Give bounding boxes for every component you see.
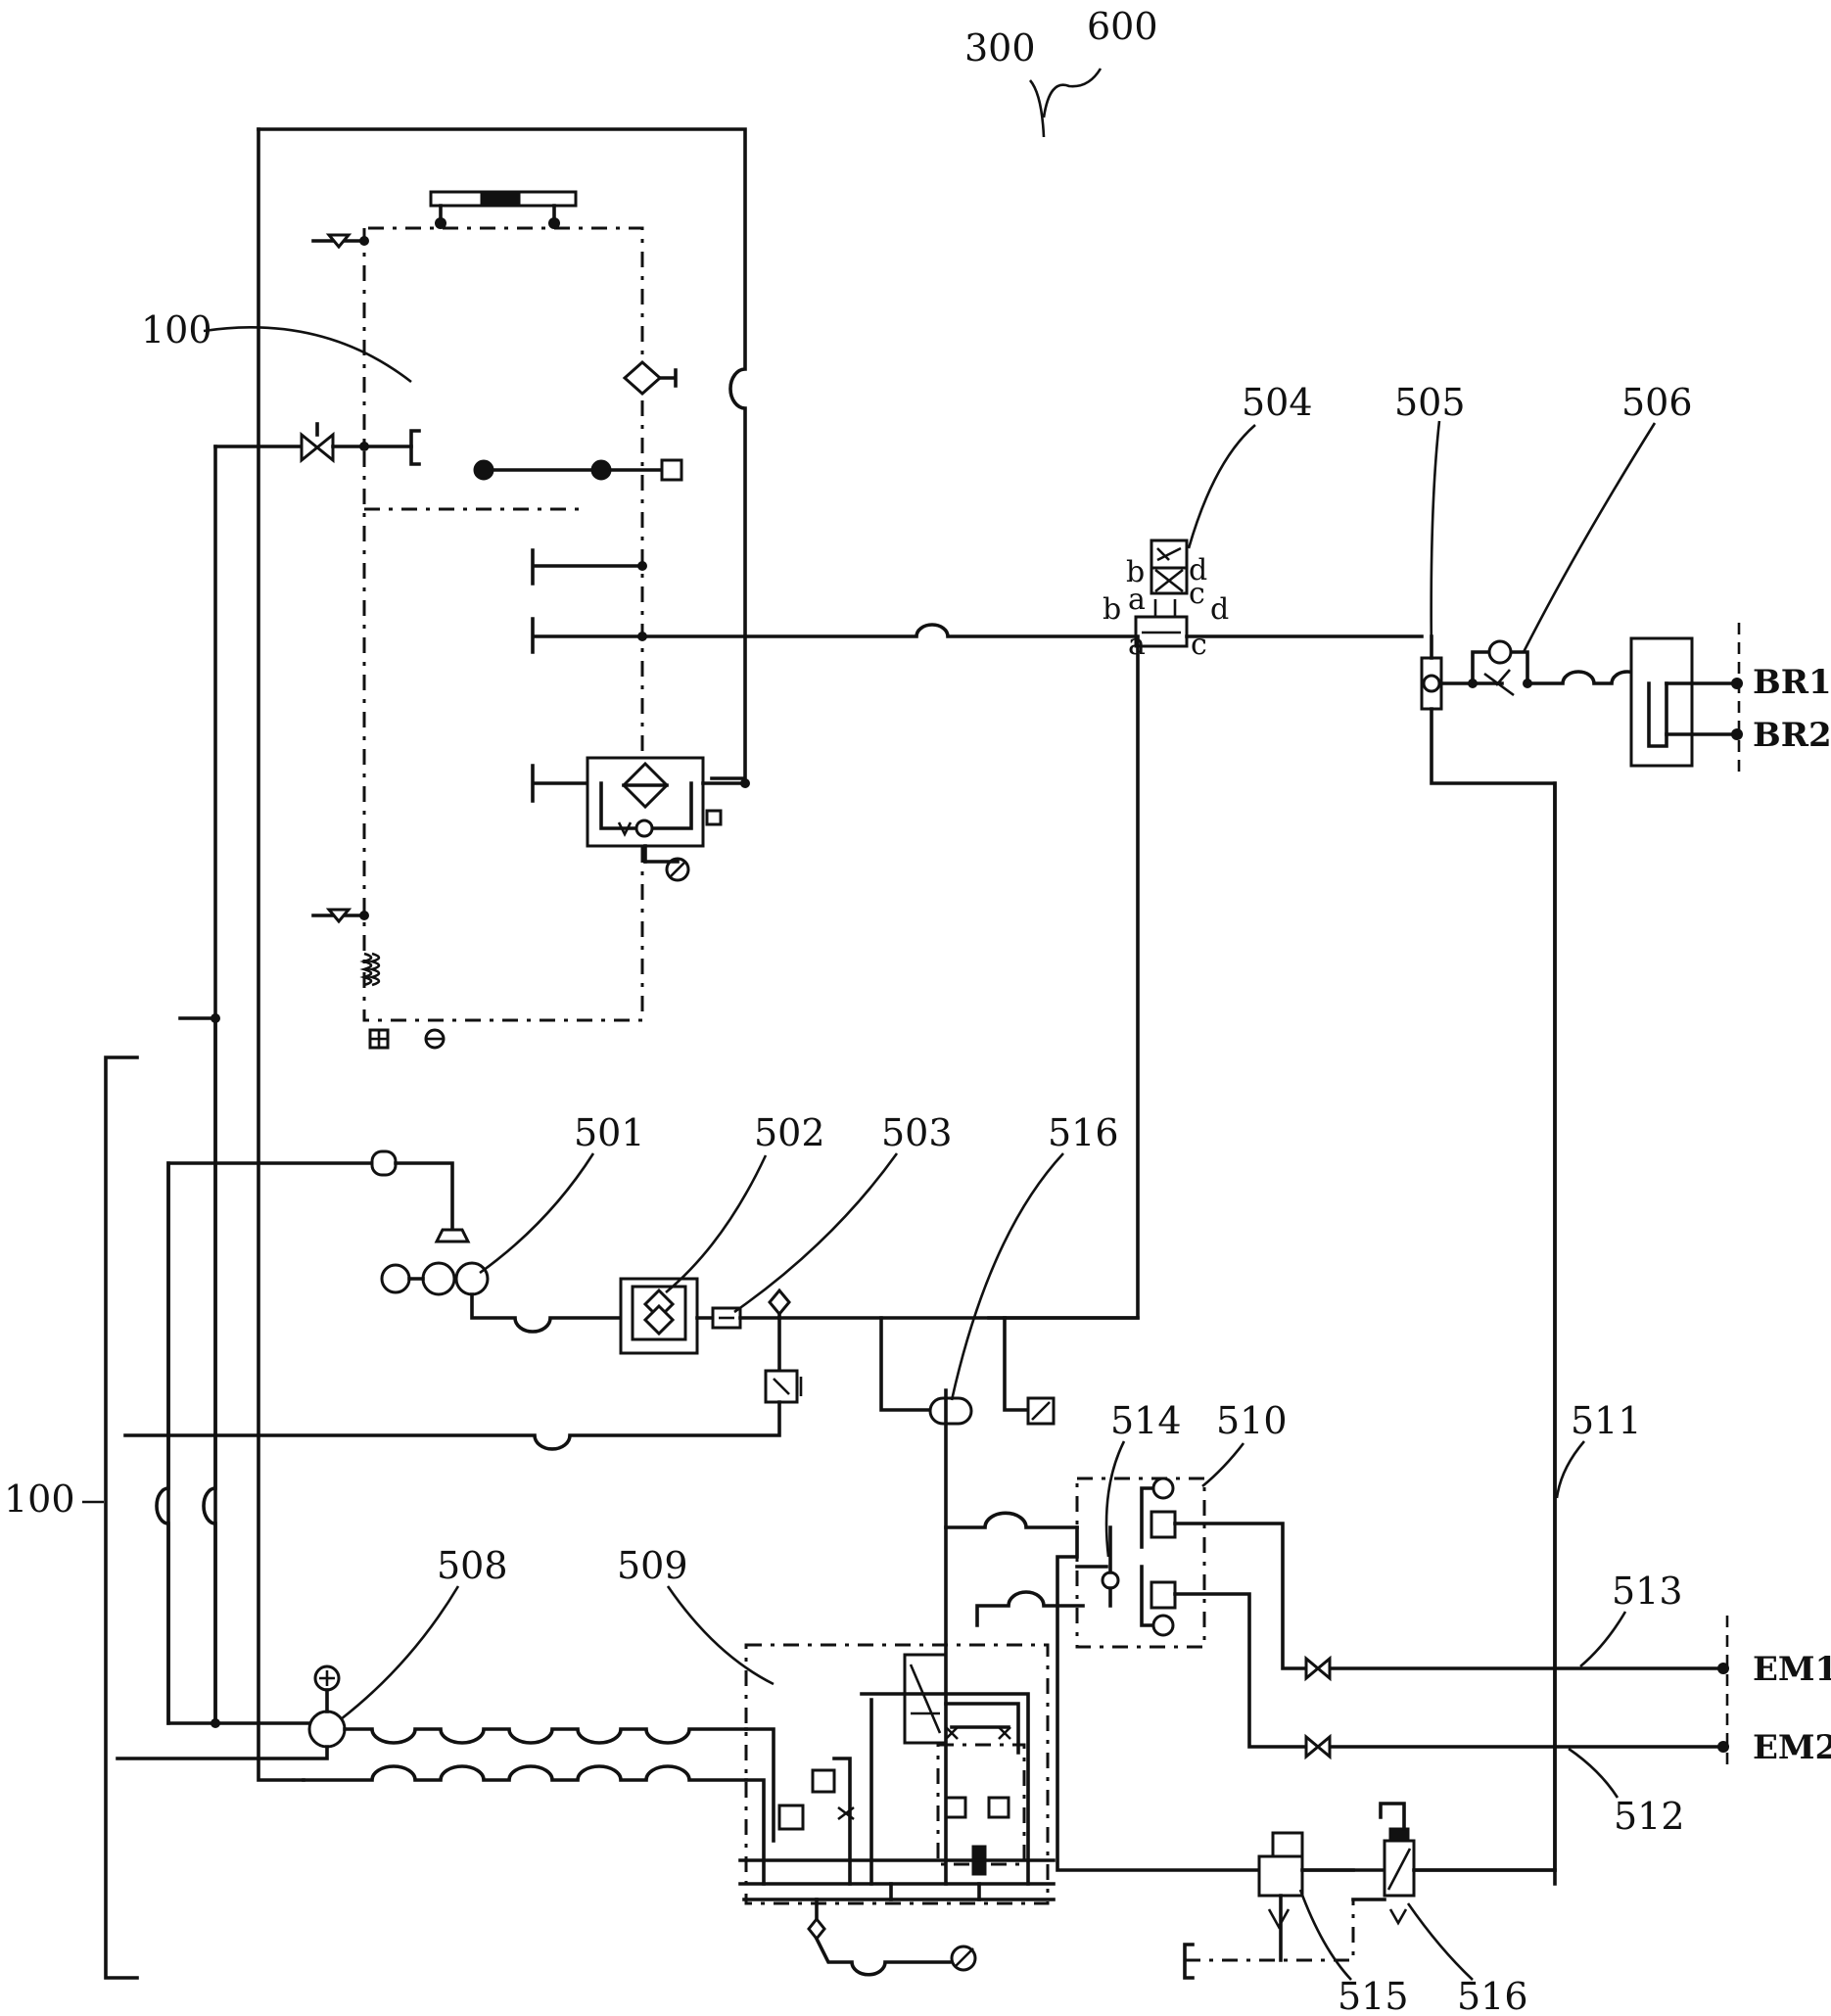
leader-511 bbox=[1557, 1441, 1584, 1498]
left-riser-lines bbox=[157, 1013, 309, 1728]
port-c-lower: c bbox=[1191, 628, 1207, 662]
label-510: 510 bbox=[1216, 1399, 1288, 1442]
leader-100-top bbox=[204, 327, 411, 382]
label-509: 509 bbox=[617, 1544, 688, 1587]
valve-516-bottom bbox=[1353, 1804, 1555, 1923]
bleed-valve-lower bbox=[313, 910, 369, 921]
top-cylinder bbox=[431, 192, 576, 229]
label-512: 512 bbox=[1614, 1795, 1685, 1838]
port-d-lower: d bbox=[1210, 592, 1229, 627]
main-line-504 bbox=[642, 625, 1138, 636]
label-504: 504 bbox=[1242, 381, 1313, 424]
leader-516-bottom bbox=[1408, 1903, 1473, 1980]
terminal-em1: EM1 bbox=[1753, 1650, 1831, 1689]
label-506: 506 bbox=[1621, 381, 1693, 424]
leader-506 bbox=[1524, 423, 1655, 652]
em-valves bbox=[1306, 1616, 1729, 1772]
bracket-100 bbox=[106, 1057, 137, 1978]
label-600: 600 bbox=[1087, 5, 1158, 48]
leader-510 bbox=[1202, 1443, 1244, 1486]
supply-valve-100 bbox=[215, 424, 419, 1723]
leader-504 bbox=[1189, 425, 1255, 548]
label-516-top: 516 bbox=[1048, 1111, 1119, 1154]
bleed-valve-upper bbox=[313, 235, 369, 247]
leader-508 bbox=[341, 1586, 458, 1719]
label-501: 501 bbox=[574, 1111, 645, 1154]
label-511: 511 bbox=[1571, 1399, 1642, 1442]
leader-516-top bbox=[952, 1153, 1063, 1400]
label-513: 513 bbox=[1612, 1570, 1683, 1613]
label-514: 514 bbox=[1110, 1399, 1182, 1442]
tank-return-2 bbox=[533, 619, 647, 652]
line-504-down bbox=[989, 636, 1138, 1318]
terminal-br2: BR2 bbox=[1753, 716, 1831, 755]
leader-505 bbox=[1432, 421, 1439, 658]
port-a-upper: a bbox=[1128, 583, 1146, 617]
shuttle-valve-505 bbox=[1422, 636, 1555, 1884]
port-c-upper: c bbox=[1189, 577, 1205, 611]
leader-503 bbox=[734, 1153, 897, 1312]
block-509 bbox=[740, 1390, 1083, 1975]
breather-filter bbox=[625, 362, 676, 394]
accumulator-516-top bbox=[881, 1318, 1054, 1424]
heater-element bbox=[364, 954, 444, 1048]
leader-512 bbox=[1569, 1749, 1618, 1798]
label-515: 515 bbox=[1338, 1975, 1409, 2016]
ref-300-600: 300 600 bbox=[964, 5, 1158, 137]
label-502: 502 bbox=[754, 1111, 825, 1154]
inner-dashed-box bbox=[364, 228, 642, 1020]
check-valve-503 bbox=[713, 1290, 1138, 1328]
directional-valve-504: b d a c b d a c bbox=[1103, 540, 1229, 662]
brake-block bbox=[1631, 623, 1743, 777]
label-503: 503 bbox=[881, 1111, 953, 1154]
gauge-line-100 bbox=[475, 460, 681, 480]
label-100-top: 100 bbox=[141, 308, 212, 352]
label-300: 300 bbox=[964, 26, 1036, 70]
terminal-br1: BR1 bbox=[1753, 663, 1831, 702]
leader-501 bbox=[480, 1153, 593, 1273]
relief-valve-under-503 bbox=[125, 1318, 801, 1449]
valve-515 bbox=[1185, 1833, 1353, 1978]
tank-return-1 bbox=[533, 550, 647, 584]
filter-502 bbox=[621, 1279, 713, 1353]
terminal-em2: EM2 bbox=[1753, 1728, 1831, 1767]
leader-513 bbox=[1580, 1612, 1625, 1666]
leader-502 bbox=[666, 1155, 766, 1292]
label-100-side: 100 bbox=[4, 1477, 75, 1521]
label-505: 505 bbox=[1394, 381, 1466, 424]
leader-509 bbox=[668, 1586, 774, 1684]
leader-515 bbox=[1300, 1890, 1351, 1980]
port-b-lower: b bbox=[1103, 592, 1121, 627]
pump-501 bbox=[168, 1151, 621, 1723]
label-516-bottom: 516 bbox=[1457, 1975, 1528, 2016]
relief-valve-506 bbox=[1441, 641, 1649, 695]
label-508: 508 bbox=[437, 1544, 508, 1587]
